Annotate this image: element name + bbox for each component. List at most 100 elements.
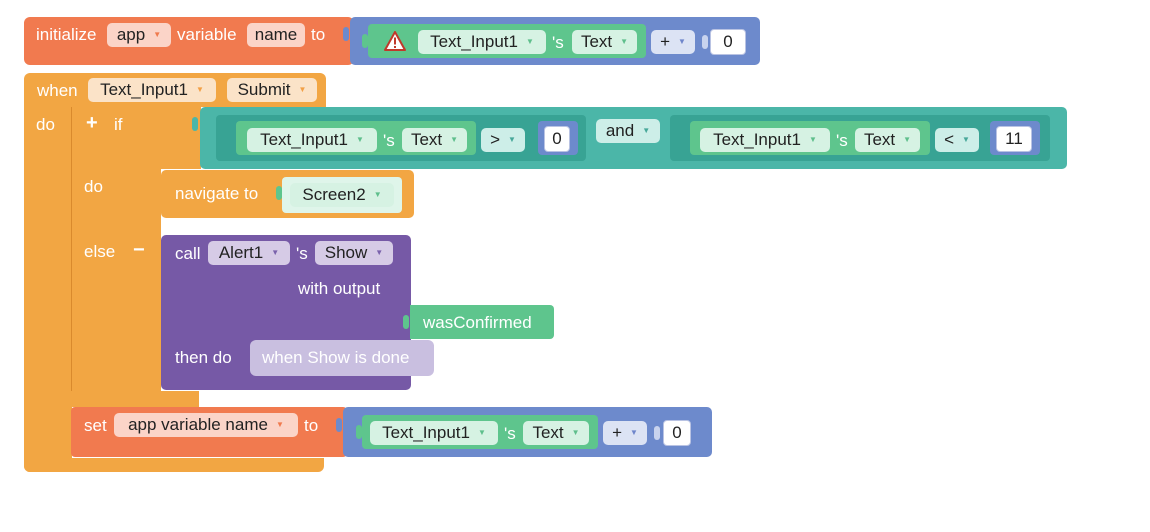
alert-possessive-label: 's	[296, 244, 308, 263]
property-value: Text	[580, 32, 613, 51]
variable-name-value: name	[254, 25, 298, 44]
chevron-down-icon: ▼	[620, 37, 629, 46]
property-dropdown[interactable]: Text ▼	[572, 30, 637, 54]
set-variable-value: app variable name	[128, 415, 268, 434]
chevron-down-icon: ▼	[808, 135, 817, 144]
puzzle-connector	[403, 315, 409, 329]
chevron-down-icon: ▼	[375, 248, 384, 257]
navigate-label: navigate to	[175, 184, 259, 203]
cond1-operator-dropdown[interactable]: >▼	[481, 128, 525, 152]
puzzle-connector	[676, 131, 682, 145]
puzzle-connector	[702, 35, 708, 49]
cond2-property-value: Text	[863, 130, 896, 149]
cond2-operator-value: <	[944, 130, 954, 149]
possessive-label: 's	[552, 33, 564, 52]
cond1-property-dropdown[interactable]: Text ▼	[402, 128, 467, 152]
warning-icon	[384, 31, 406, 51]
variable-name-field[interactable]: name	[247, 23, 305, 47]
chevron-down-icon: ▼	[630, 428, 638, 437]
puzzle-connector	[222, 131, 228, 145]
chevron-down-icon: ▼	[903, 135, 912, 144]
chevron-down-icon: ▼	[571, 428, 580, 437]
set-operator-dropdown[interactable]: +▼	[603, 421, 647, 445]
and-value: and	[605, 121, 635, 140]
cond2-component-value: Text_Input1	[713, 130, 801, 149]
set-component-dropdown[interactable]: Text_Input1 ▼	[370, 421, 498, 445]
call-label: call	[175, 244, 201, 263]
if-label: if	[114, 115, 123, 134]
component-dropdown[interactable]: Text_Input1▼	[418, 30, 546, 54]
variable-label: variable	[177, 25, 237, 44]
cond1-number-field[interactable]: 0	[544, 126, 570, 152]
callback-block[interactable]	[250, 340, 434, 376]
alert-method-dropdown[interactable]: Show ▼	[315, 241, 393, 265]
event-do-label: do	[36, 115, 55, 134]
chevron-down-icon: ▼	[642, 126, 651, 135]
chevron-down-icon: ▼	[678, 37, 686, 46]
set-to-label: to	[304, 416, 319, 435]
set-possessive-label: 's	[504, 424, 516, 443]
chevron-down-icon: ▼	[355, 135, 364, 144]
cond1-component-dropdown[interactable]: Text_Input1▼	[247, 128, 377, 152]
event-name-dropdown[interactable]: Submit ▼	[227, 78, 317, 102]
output-variable-block[interactable]	[410, 305, 554, 339]
operator-value: +	[660, 32, 670, 51]
chevron-down-icon: ▼	[275, 420, 284, 429]
puzzle-connector	[362, 34, 368, 48]
chevron-down-icon: ▼	[962, 135, 970, 144]
operator-dropdown[interactable]: +▼	[651, 30, 695, 54]
and-dropdown[interactable]: and ▼	[596, 119, 660, 143]
set-component-value: Text_Input1	[382, 423, 470, 442]
alert-component-value: Alert1	[218, 243, 264, 262]
callback-label: when Show is done	[262, 348, 410, 367]
cond1-possessive-label: 's	[383, 131, 395, 150]
chevron-down-icon: ▼	[298, 85, 307, 94]
plus-icon[interactable]: +	[86, 112, 98, 134]
minus-icon[interactable]: −	[133, 239, 145, 261]
component-value: Text_Input1	[430, 32, 518, 51]
screen-dropdown[interactable]: Screen2 ▼	[290, 183, 394, 207]
cond2-component-dropdown[interactable]: Text_Input1 ▼	[700, 128, 830, 152]
chevron-down-icon: ▼	[153, 30, 162, 39]
output-variable-label: wasConfirmed	[423, 313, 532, 332]
set-number-field[interactable]: 0	[663, 420, 691, 446]
when-label: when	[37, 81, 78, 100]
scope-dropdown[interactable]: app ▼	[107, 23, 171, 47]
else-label: else	[84, 242, 116, 261]
event-block-spine	[24, 106, 72, 472]
event-block-footer	[24, 458, 324, 472]
chevron-down-icon: ▼	[508, 135, 516, 144]
chevron-down-icon: ▼	[195, 85, 204, 94]
puzzle-connector	[276, 186, 282, 200]
set-property-dropdown[interactable]: Text ▼	[523, 421, 589, 445]
event-component-value: Text_Input1	[100, 80, 188, 99]
puzzle-connector	[343, 27, 349, 41]
cond2-number-field[interactable]: 11	[996, 126, 1032, 152]
screen-value: Screen2	[302, 185, 366, 204]
chevron-down-icon: ▼	[450, 135, 459, 144]
cond1-property-value: Text	[410, 130, 443, 149]
cond2-possessive-label: 's	[836, 131, 848, 150]
if-block-footer	[71, 391, 199, 407]
set-operator-value: +	[612, 423, 622, 442]
chevron-down-icon: ▼	[373, 190, 382, 199]
puzzle-connector	[192, 117, 198, 131]
alert-method-value: Show	[324, 243, 368, 262]
cond2-operator-dropdown[interactable]: <▼	[935, 128, 979, 152]
scope-value: app	[116, 25, 146, 44]
cond2-property-dropdown[interactable]: Text ▼	[855, 128, 920, 152]
alert-component-dropdown[interactable]: Alert1 ▼	[208, 241, 290, 265]
set-property-value: Text	[532, 423, 564, 442]
with-output-label: with output	[298, 279, 381, 298]
puzzle-connector	[356, 425, 362, 439]
init-to-label: to	[311, 25, 326, 44]
event-component-dropdown[interactable]: Text_Input1 ▼	[88, 78, 216, 102]
set-variable-dropdown[interactable]: app variable name ▼	[114, 413, 298, 437]
puzzle-connector	[654, 426, 660, 440]
number-field[interactable]: 0	[710, 29, 746, 55]
chevron-down-icon: ▼	[271, 248, 280, 257]
puzzle-connector	[336, 418, 342, 432]
cond1-operator-value: >	[490, 130, 500, 149]
chevron-down-icon: ▼	[477, 428, 486, 437]
event-name-value: Submit	[237, 80, 291, 99]
